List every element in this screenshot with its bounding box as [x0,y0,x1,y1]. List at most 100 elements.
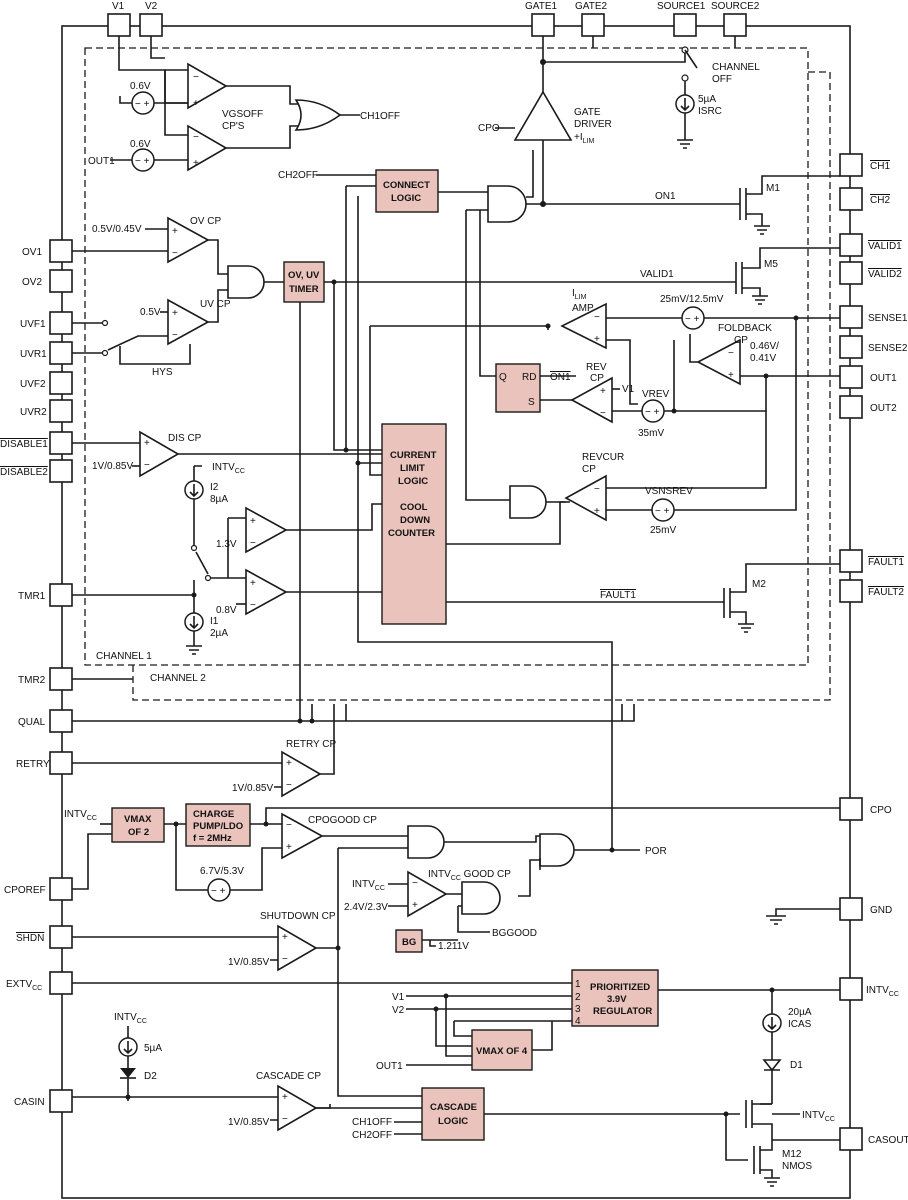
channel2-box [132,71,831,701]
pin-disable2: DISABLE2 [0,467,48,478]
svg-text:V2: V2 [392,1005,405,1016]
svg-text:DRIVER: DRIVER [574,119,612,130]
svg-text:DIS CP: DIS CP [168,433,202,444]
svg-text:OV CP: OV CP [190,216,221,227]
pin-tmr1: TMR1 [18,591,46,602]
svg-text:1: 1 [575,979,581,990]
intvcc-good-section: INTVCC GOOD CP −+ INTVCC 2.4V/2.3V BGGOO… [344,869,537,953]
svg-text:OF 2: OF 2 [128,827,149,838]
regulator-block [571,969,659,1027]
pin-source1: SOURCE1 [657,1,706,12]
svg-text:CPO: CPO [478,123,500,134]
gate-driver: CPO GATE DRIVER +ILIM CHANNEL OFF 5µA IS… [478,36,760,205]
svg-text:LOGIC: LOGIC [391,193,421,204]
svg-text:1V/0.85V: 1V/0.85V [228,1117,269,1128]
pin-casin: CASIN [14,1097,45,1108]
svg-text:1V/0.85V: 1V/0.85V [228,957,269,968]
svg-text:CH1OFF: CH1OFF [360,111,400,122]
svg-text:0.41V: 0.41V [750,353,776,364]
svg-text:CP: CP [582,464,596,475]
svg-text:+: + [193,98,199,109]
channel1-box [84,47,809,666]
current-limit-block [381,423,447,625]
svg-text:−: − [250,600,256,611]
svg-text:−: − [144,460,150,471]
svg-text:INTVCC: INTVCC [212,462,245,475]
pin-v1: V1 [112,1,125,12]
svg-text:BGGOOD: BGGOOD [492,928,537,939]
pin-ch1: CH1 [870,161,890,172]
svg-text:INTVCC: INTVCC [802,1110,835,1123]
svg-text:BG: BG [402,937,416,948]
svg-text:25mV: 25mV [650,525,676,536]
svg-text:− +: − + [211,886,226,897]
svg-text:V1: V1 [622,384,635,395]
svg-text:f = 2MHz: f = 2MHz [193,833,232,844]
vgsoff-section: − + 0.6V −+ −+ − + 0.6V OUT1 CH1OFF VGSO… [88,36,400,172]
pin-gate2: GATE2 [575,1,607,12]
pin-valid2: VALID2 [868,269,902,280]
svg-text:I2: I2 [210,482,219,493]
svg-text:+: + [594,506,600,517]
pin-cpo: CPO [870,805,892,816]
svg-text:ON1: ON1 [655,191,676,202]
svg-text:CHARGE: CHARGE [193,809,234,820]
ov-uv-section: +− 0.5V/0.45V OV CP +− 0.5V UV CP OV, UV… [72,216,840,378]
svg-text:VMAX OF 4: VMAX OF 4 [476,1046,528,1057]
svg-text:−: − [728,348,734,359]
svg-text:OV, UV: OV, UV [288,270,320,281]
svg-text:−: − [172,330,178,341]
svg-text:−: − [172,248,178,259]
svg-text:CP: CP [590,373,604,384]
svg-text:1V/0.85V: 1V/0.85V [232,783,273,794]
svg-text:S: S [528,397,535,408]
svg-text:INTVCC GOOD CP: INTVCC GOOD CP [428,869,511,882]
vmax2-block [111,807,165,843]
svg-text:GATE: GATE [574,107,601,118]
cascade-section: INTVCC 5µA D2 +− CASCADE CP 1V/0.85V CAS… [72,1012,840,1187]
regulator-section: PRIORITIZED 3.9V REGULATOR 1 2 3 4 V1 V2… [72,969,840,1105]
pin-extvcc: EXTVCC [6,979,42,992]
pin-valid1: VALID1 [868,241,902,252]
pin-casout: CASOUT [868,1135,908,1146]
pin-out2: OUT2 [870,403,897,414]
connect-logic-block [375,169,439,213]
svg-text:−: − [286,780,292,791]
pin-ch2: CH2 [870,195,890,206]
svg-text:TIMER: TIMER [289,284,319,295]
svg-text:REV: REV [586,362,607,373]
svg-text:POR: POR [645,846,667,857]
svg-text:LOGIC: LOGIC [398,476,428,487]
pin-gnd: GND [870,905,892,916]
svg-text:2: 2 [575,992,581,1003]
svg-text:6.7V/5.3V: 6.7V/5.3V [200,866,244,877]
svg-text:35mV: 35mV [638,428,664,439]
qual-bus [72,302,635,724]
svg-text:−: − [250,538,256,549]
svg-text:M12: M12 [782,1149,802,1160]
current-limit-section: CURRENT LIMIT LOGIC COOL DOWN COUNTER +−… [72,185,840,720]
svg-text:HYS: HYS [152,367,173,378]
svg-text:FOLDBACK: FOLDBACK [718,323,772,334]
charge-pump-block [185,803,251,847]
svg-text:I1: I1 [210,616,219,627]
svg-text:20µA: 20µA [788,1007,812,1018]
svg-text:25mV/12.5mV: 25mV/12.5mV [660,294,724,305]
svg-text:LIMIT: LIMIT [400,463,425,474]
svg-text:COOL: COOL [400,502,428,513]
pin-tmr2: TMR2 [18,675,46,686]
svg-text:INTVCC: INTVCC [352,879,385,892]
svg-text:V1: V1 [392,992,405,1003]
pin-sense1: SENSE1 [868,313,908,324]
pin-retry: RETRY [16,759,50,770]
retry-section: +− RETRY CP 1V/0.85V [72,721,337,798]
vmax4-block [471,1029,533,1071]
svg-text:5µA: 5µA [698,94,716,105]
connect-logic-section: CONNECT LOGIC CH2OFF ON1 M1 [278,169,840,501]
svg-text:LOGIC: LOGIC [438,1116,468,1127]
svg-text:+: + [286,842,292,853]
svg-text:REVCUR: REVCUR [582,452,624,463]
pin-source2: SOURCE2 [711,1,760,12]
svg-text:3.9V: 3.9V [607,994,627,1005]
svg-text:FAULT1: FAULT1 [600,590,636,601]
